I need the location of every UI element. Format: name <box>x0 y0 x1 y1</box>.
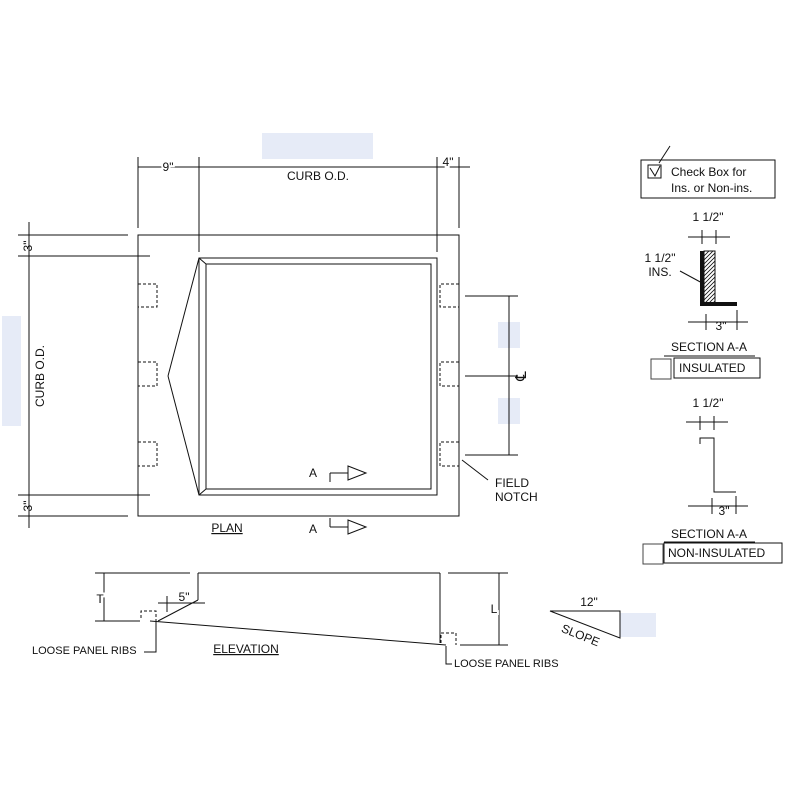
check-box-note: Check Box for Ins. or Non-ins. <box>640 145 776 199</box>
slope-label: SLOPE <box>559 621 601 649</box>
dim-3in-top-label: 3" <box>21 241 35 252</box>
plan-ridge-top <box>167 257 200 377</box>
elev-rib-right <box>440 632 457 645</box>
field-notch-leader <box>461 459 489 481</box>
insulated-option-frame <box>673 357 761 379</box>
placeholder-box-slope <box>620 613 656 637</box>
ins-profile-base <box>700 302 737 306</box>
plan-notch-left-1 <box>138 283 158 308</box>
check-box-note-line-1: Check Box for <box>671 165 746 179</box>
curb-od-top-label: CURB O.D. <box>287 169 349 183</box>
insulated-checkbox[interactable] <box>650 358 672 380</box>
elevation-view: T 5" L LOOSE PANEL RIBS LOOSE PANEL RIBS… <box>32 572 559 670</box>
plan-inner-frame-line <box>205 263 432 490</box>
ins-callout-line-1: 1 1/2" <box>645 251 676 265</box>
section-insulated: 1 1/2" 1 1/2" INS. 3" SECTION A-A INSULA… <box>645 210 761 380</box>
section-non-insulated: 1 1/2" 3" SECTION A-A NON-INSULATED <box>642 396 783 565</box>
non-insulated-option-frame <box>663 542 783 564</box>
check-box-note-line-2: Ins. or Non-ins. <box>671 181 752 195</box>
plan-notch-left-3 <box>138 441 158 467</box>
plan-notch-right-1 <box>439 283 459 308</box>
elev-dim-5-label: 5" <box>179 590 190 604</box>
slope-indicator: 12" SLOPE <box>549 595 621 649</box>
field-notch-label-1: FIELD <box>495 476 529 490</box>
loose-ribs-right-label: LOOSE PANEL RIBS <box>454 658 559 670</box>
plan-notch-right-2 <box>439 361 459 387</box>
loose-ribs-right-leader <box>445 646 452 665</box>
insulated-option-label: INSULATED <box>679 361 746 375</box>
plan-inner-frame <box>198 257 438 496</box>
plan-ridge-bottom <box>167 375 200 496</box>
check-mark-box <box>647 164 662 179</box>
section-arrow-bottom <box>347 519 368 535</box>
ins-section-title: SECTION A-A <box>671 340 747 354</box>
section-marker-top-label: A <box>309 466 317 480</box>
plan-notch-left-2 <box>138 361 158 387</box>
non-ins-section-title: SECTION A-A <box>671 527 747 541</box>
dim-3in-bottom-label: 3" <box>21 501 35 512</box>
plan-ridge-inner-top <box>198 257 207 265</box>
non-ins-dim-bottom-label: 3" <box>719 504 730 518</box>
non-ins-profile <box>699 437 736 493</box>
ins-hatch <box>703 250 716 304</box>
dim-4in-label: 4" <box>443 155 454 169</box>
placeholder-box-top <box>262 133 373 159</box>
elevation-title: ELEVATION <box>213 642 279 656</box>
non-insulated-checkbox[interactable] <box>642 543 664 565</box>
elev-dim-t-label: T <box>96 592 104 606</box>
section-marker-bottom-label: A <box>309 522 317 536</box>
elev-rib-left <box>140 610 157 621</box>
plan-ridge-inner-bottom <box>198 488 207 496</box>
curb-od-side-label: CURB O.D. <box>33 345 47 407</box>
placeholder-box-left <box>2 316 21 426</box>
ins-callout-leader <box>679 270 705 285</box>
centerline-symbol: ℄ <box>513 371 530 382</box>
ins-profile-vertical <box>700 251 704 306</box>
slope-run-label: 12" <box>580 595 598 609</box>
check-mark-icon <box>649 165 661 178</box>
plan-outer-curb <box>137 234 460 517</box>
dim-9in-label: 9" <box>163 160 174 174</box>
check-box-note-leader <box>658 145 671 164</box>
plan-title: PLAN <box>211 521 242 535</box>
elev-sloped-base <box>149 620 447 646</box>
loose-ribs-left-leader <box>144 622 157 653</box>
ins-callout-line-2: INS. <box>648 265 671 279</box>
loose-ribs-left-label: LOOSE PANEL RIBS <box>32 645 137 657</box>
ins-dim-bottom-label: 3" <box>716 319 727 333</box>
plan-notch-right-3 <box>439 441 459 467</box>
non-ins-dim-top-label: 1 1/2" <box>693 396 724 410</box>
check-box-note-frame <box>640 159 776 199</box>
plan-view: 9" CURB O.D. 4" 3" CURB O.D. 3" ℄ A A FI… <box>18 153 538 536</box>
elev-dim-l-label: L <box>491 602 498 616</box>
section-arrow-top <box>347 465 368 481</box>
non-insulated-option-label: NON-INSULATED <box>668 546 765 560</box>
field-notch-label-2: NOTCH <box>495 490 538 504</box>
ins-dim-top-label: 1 1/2" <box>693 210 724 224</box>
